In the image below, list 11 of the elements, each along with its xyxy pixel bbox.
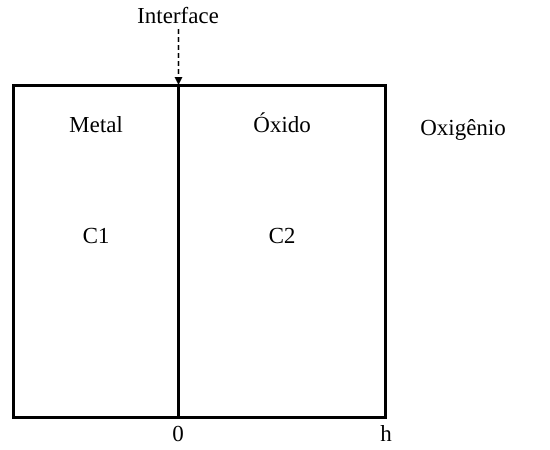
region-name: Metal [69,113,123,136]
region-name: Óxido [253,113,311,136]
region-box [12,84,180,419]
dashed-arrow [174,29,182,85]
region-box [177,84,387,419]
interface-label: Interface [118,4,238,27]
environment-label: Oxigênio [419,116,507,139]
axis-tick-label: h [379,422,393,445]
concentration-label: C1 [82,224,110,247]
concentration-label: C2 [268,224,296,247]
axis-tick-label: 0 [171,422,185,445]
